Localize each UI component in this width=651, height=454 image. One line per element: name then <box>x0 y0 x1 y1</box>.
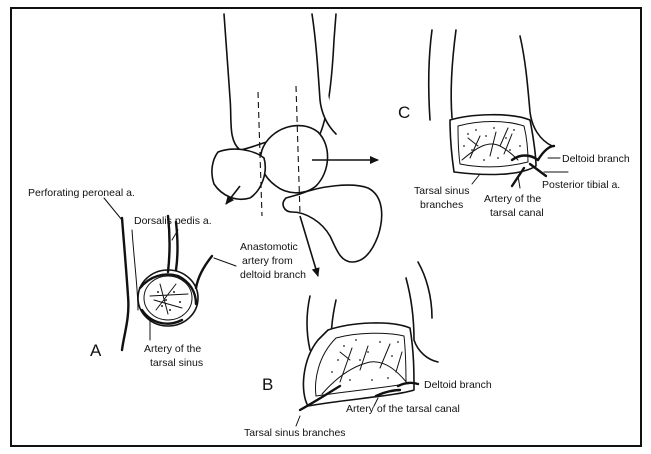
label-c-tarsal-canal-line-1: Artery of the <box>484 193 541 205</box>
label-b-tarsal-sinus-branches: Tarsal sinus branches <box>244 427 346 439</box>
panel-c-illustration <box>429 30 568 188</box>
label-c-posterior-tibial: Posterior tibial a. <box>542 179 620 191</box>
label-anastomotic-line-2: artery from <box>242 255 293 267</box>
panel-c-label: C <box>398 103 410 122</box>
label-perforating-peroneal: Perforating peroneal a. <box>28 187 135 199</box>
label-tarsal-sinus-artery-line-1: Artery of the <box>144 343 201 355</box>
label-dorsalis-pedis: Dorsalis pedis a. <box>134 215 212 227</box>
panel-b-label: B <box>262 375 273 394</box>
panel-b-illustration <box>296 262 438 426</box>
panel-a-label: A <box>90 341 102 360</box>
label-c-tarsal-canal-line-2: tarsal canal <box>490 207 544 219</box>
ankle-skeleton-illustration <box>212 14 382 276</box>
label-c-deltoid-branch: Deltoid branch <box>562 153 630 165</box>
label-anastomotic-line-3: deltoid branch <box>240 269 306 281</box>
label-b-tarsal-canal-artery: Artery of the tarsal canal <box>346 403 460 415</box>
label-c-tarsal-sinus-line-1: Tarsal sinus <box>414 185 469 197</box>
label-tarsal-sinus-artery-line-2: tarsal sinus <box>150 357 203 369</box>
label-b-deltoid-branch: Deltoid branch <box>424 379 492 391</box>
label-anastomotic-line-1: Anastomotic <box>240 241 298 253</box>
label-c-tarsal-sinus-line-2: branches <box>420 199 463 211</box>
